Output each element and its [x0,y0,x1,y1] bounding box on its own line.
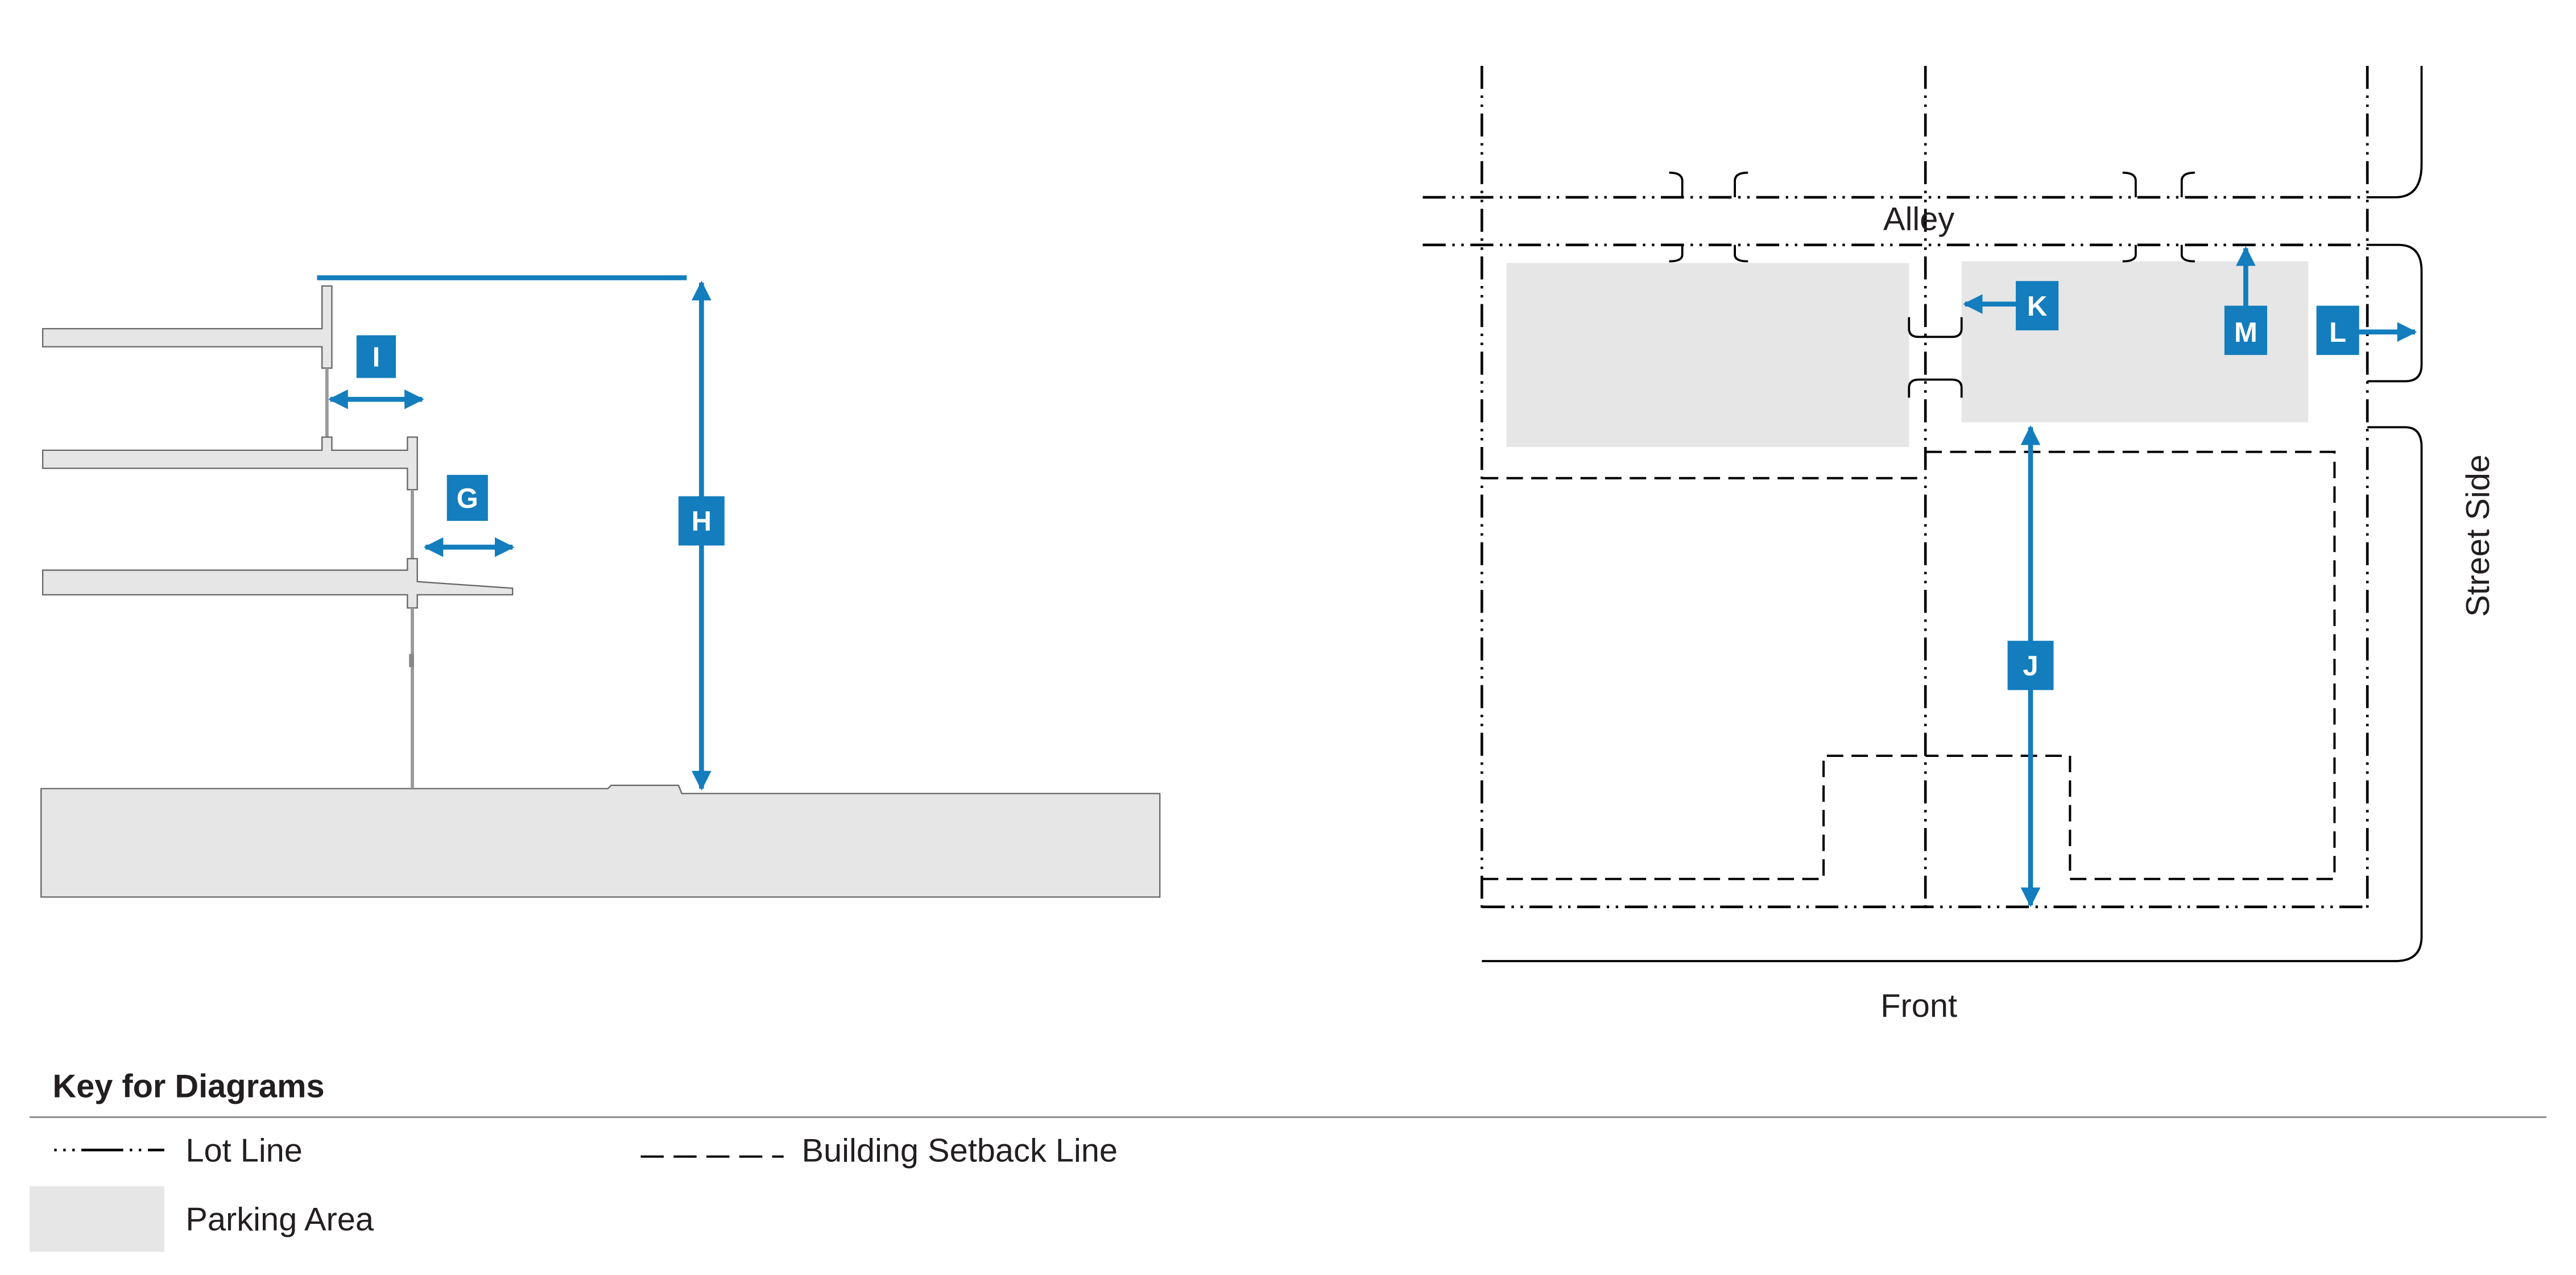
front-label: Front [1880,988,1957,1024]
key-title: Key for Diagrams [52,1069,324,1105]
floor-slab-upper [42,285,333,369]
label-m-box [2224,305,2267,355]
parking-area-swatch [29,1186,164,1252]
label-l: L [2329,317,2346,348]
label-i: I [373,342,381,372]
label-j-box [2007,640,2054,690]
label-l-box [2316,305,2359,355]
floor-slab-lower [42,558,514,609]
curb-street [1482,426,2423,962]
label-h-box [678,496,725,546]
label-i-box [356,335,396,378]
label-k: K [2027,291,2047,322]
label-j: J [2023,651,2038,681]
driveway-brackets [1669,171,2195,398]
building-section: H I G [40,275,1161,898]
curb-north [2367,65,2423,198]
ground [40,784,1161,898]
parking-area-legend: Parking Area [185,1202,374,1238]
diagram-key: Key for Diagrams Lot Line Building Setba… [29,1069,2547,1252]
setback-line-left-bottom [1482,754,1926,880]
label-g-box [446,475,488,521]
label-k-box [2016,281,2059,330]
setback-line-right [1925,450,2336,880]
door-marker [409,653,414,667]
label-h: H [692,506,712,537]
parking-area-left [1506,263,1909,447]
setback-line-legend: Building Setback Line [802,1132,1118,1169]
alley-label: Alley [1883,201,1954,238]
floor-slab-middle [42,436,418,491]
curb-driveway [2367,243,2423,383]
street-side-label: Street Side [2460,454,2496,617]
lot-line-legend: Lot Line [185,1132,303,1169]
site-plan: Alley Front Street Side J K M L [1423,65,2496,1024]
label-g: G [457,483,478,514]
label-m: M [2234,317,2257,348]
